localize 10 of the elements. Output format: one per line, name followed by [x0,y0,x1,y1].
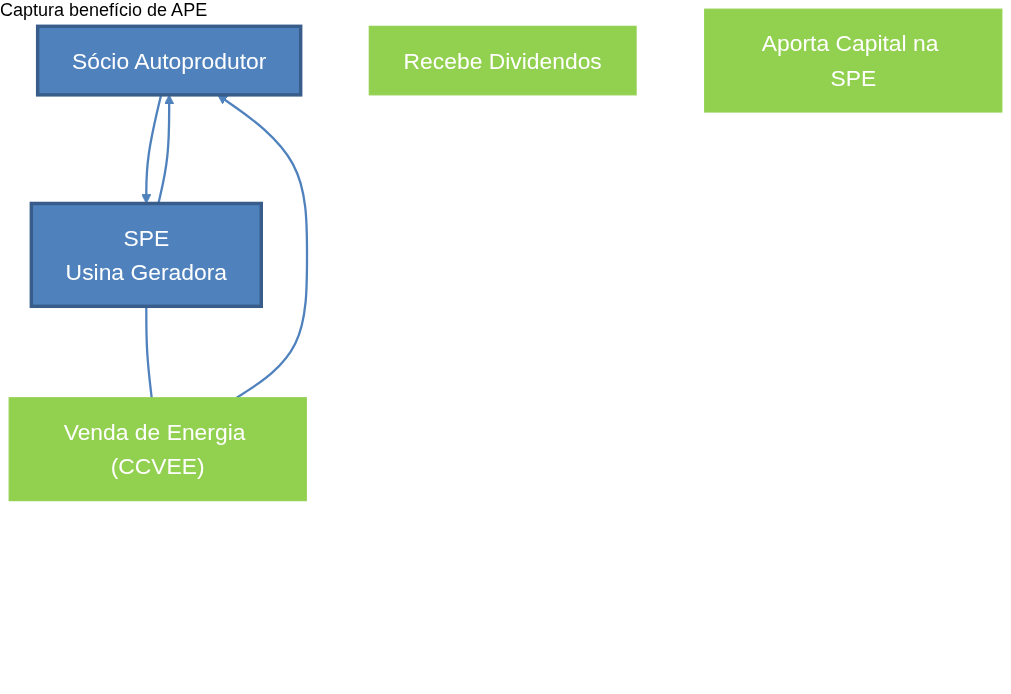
node-box: SPE Usina Geradora [29,201,263,309]
arrow [217,94,309,399]
node-box: Sócio Autoprodutor [35,24,303,97]
arrow [141,94,163,204]
node-box: Venda de Energia (CCVEE) [8,397,307,502]
node-box: Recebe Dividendos [368,25,637,96]
arrow [157,94,175,204]
node-caption: Captura benefício de APE [0,0,208,21]
connector [145,306,153,398]
node-box: Aporta Capital na SPE [704,8,1003,113]
